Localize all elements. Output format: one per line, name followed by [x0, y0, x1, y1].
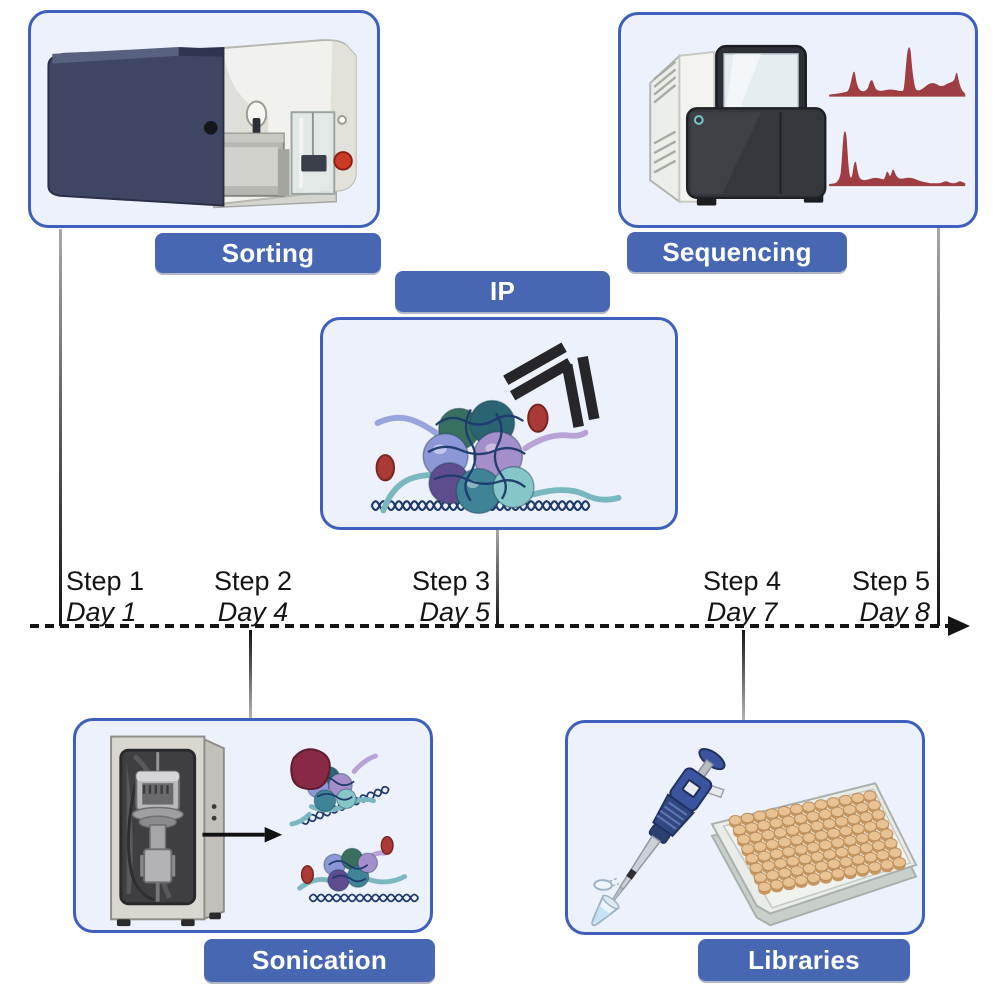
sonication-label-banner: Sonication [204, 939, 435, 982]
sonication-panel [73, 718, 433, 933]
dna-wraps [427, 408, 526, 502]
histone-tail-periwinkle [374, 414, 449, 444]
sonication-illustration [110, 735, 420, 927]
step-text: Step 3 [411, 566, 490, 596]
timeline-step-1: Step 1 Day 1 [66, 566, 144, 628]
chromatin-fragment [297, 835, 420, 903]
step-text: Step 2 [213, 566, 293, 596]
timeline-arrowhead-icon [948, 616, 970, 636]
chromatin-fragment-bound [289, 748, 390, 827]
leader-ip [496, 529, 499, 626]
timeline-step-3: Step 3 Day 5 [400, 566, 490, 628]
sorting-label-banner: Sorting [155, 233, 381, 273]
step-text: Step 1 [66, 566, 145, 596]
ip-label: IP [490, 276, 515, 306]
sequencing-label-banner: Sequencing [627, 232, 847, 272]
leader-libraries [742, 630, 745, 720]
ip-label-banner: IP [395, 271, 610, 312]
timeline-step-5: Step 5 Day 8 [842, 566, 930, 628]
step-text: Step 5 [851, 566, 930, 596]
chromatin-ip-illustration [370, 342, 622, 515]
sequencing-panel [618, 12, 978, 228]
day-text: Day 8 [859, 597, 930, 627]
sorting-panel [28, 10, 380, 228]
modification-red-oval [527, 403, 549, 433]
timeline-dashed-line [30, 624, 950, 628]
timeline-step-2: Step 2 Day 4 [205, 566, 301, 628]
sonication-label: Sonication [252, 945, 387, 975]
cell-sorter-illustration [47, 39, 357, 209]
libraries-label: Libraries [748, 944, 860, 975]
well-plate [710, 782, 918, 927]
day-text: Day 4 [217, 597, 289, 627]
step-text: Step 4 [702, 566, 782, 596]
modification-red-oval [375, 454, 396, 482]
bound-protein-blob [290, 748, 331, 791]
well-plate-wells [728, 790, 906, 895]
sorting-label: Sorting [221, 237, 315, 268]
libraries-illustration [591, 748, 918, 927]
leader-sorting [59, 229, 62, 626]
sequencing-label: Sequencing [662, 236, 812, 267]
arrow-icon [202, 826, 283, 843]
libraries-label-banner: Libraries [698, 939, 910, 981]
day-text: Day 7 [706, 597, 778, 627]
coverage-tracks [829, 47, 966, 187]
sequencer-illustration [649, 44, 966, 206]
leader-sequencing [937, 228, 940, 626]
leader-sonication [249, 630, 252, 718]
sonicator-cabinet [110, 735, 225, 927]
microcentrifuge-tube [591, 877, 620, 927]
antibody-icon [503, 342, 600, 428]
day-text: Day 5 [419, 597, 490, 627]
timeline-step-4: Step 4 Day 7 [694, 566, 790, 628]
sequencer-machine [649, 44, 827, 206]
ip-panel [320, 317, 678, 530]
libraries-panel [565, 720, 925, 935]
histone-tail-purple [522, 429, 589, 452]
day-text: Day 1 [66, 597, 137, 627]
micropipette [591, 748, 726, 927]
